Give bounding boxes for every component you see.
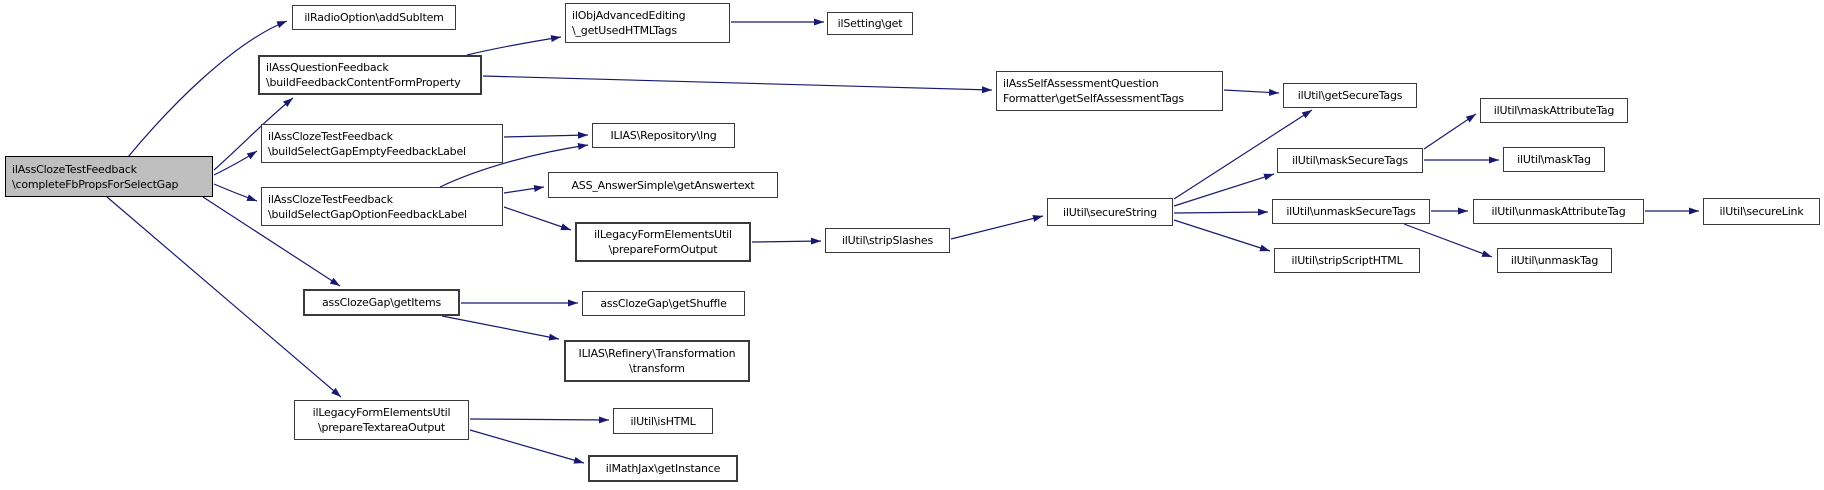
node-prepareFormOutput[interactable]: ilLegacyFormElementsUtil \prepareFormOut…: [575, 222, 751, 262]
node-isHTML[interactable]: ilUtil\isHTML: [613, 408, 713, 434]
node-getAnswertext[interactable]: ASS_AnswerSimple\getAnswertext: [548, 172, 778, 198]
node-label-maskAttributeTag: ilUtil\maskAttributeTag: [1493, 104, 1615, 117]
edge-completeFbPropsForSelectGap-to-buildFeedbackContentFormProperty: [213, 97, 294, 171]
edge-completeFbPropsForSelectGap-to-prepareTextareaOutput: [106, 196, 342, 398]
node-maskAttributeTag[interactable]: ilUtil\maskAttributeTag: [1480, 98, 1628, 123]
node-label-completeFbPropsForSelectGap: ilAssClozeTestFeedback \completeFbPropsF…: [12, 162, 179, 191]
node-label-getItems: assClozeGap\getItems: [322, 296, 441, 309]
node-label-prepareTextareaOutput: ilLegacyFormElementsUtil \prepareTextare…: [312, 406, 451, 434]
edge-buildSelectGapEmptyFeedbackLabel-to-lng: [503, 131, 589, 139]
node-label-buildSelectGapOptionFeedbackLabel: ilAssClozeTestFeedback \buildSelectGapOp…: [268, 192, 467, 221]
edge-buildSelectGapOptionFeedbackLabel-to-prepareFormOutput: [503, 206, 572, 231]
edge-secureString-to-unmaskSecureTags: [1173, 208, 1269, 216]
node-buildSelectGapEmptyFeedbackLabel[interactable]: ilAssClozeTestFeedback \buildSelectGapEm…: [261, 124, 503, 163]
node-label-getSecureTags: ilUtil\getSecureTags: [1297, 89, 1403, 102]
edge-buildFeedbackContentFormProperty-to-getSelfAssessmentTags: [482, 75, 993, 94]
edge-buildSelectGapOptionFeedbackLabel-to-getAnswertext: [503, 185, 545, 194]
node-buildSelectGapOptionFeedbackLabel[interactable]: ilAssClozeTestFeedback \buildSelectGapOp…: [261, 187, 503, 226]
node-stripScriptHTML[interactable]: ilUtil\stripScriptHTML: [1274, 248, 1420, 273]
node-label-lng: ILIAS\Repository\lng: [610, 129, 717, 142]
edge-buildSelectGapOptionFeedbackLabel-to-lng: [439, 142, 589, 188]
node-label-maskTag: ilUtil\maskTag: [1517, 153, 1591, 166]
edge-completeFbPropsForSelectGap-to-getItems: [202, 196, 341, 287]
edge-completeFbPropsForSelectGap-to-buildSelectGapOptionFeedbackLabel: [213, 183, 258, 202]
edge-prepareTextareaOutput-to-getInstance: [469, 429, 585, 464]
node-label-maskSecureTags: ilUtil\maskSecureTags: [1292, 154, 1408, 167]
node-label-buildSelectGapEmptyFeedbackLabel: ilAssClozeTestFeedback \buildSelectGapEm…: [268, 129, 466, 158]
node-maskSecureTags[interactable]: ilUtil\maskSecureTags: [1277, 148, 1423, 173]
node-lng[interactable]: ILIAS\Repository\lng: [592, 123, 735, 148]
node-label-settingGet: ilSetting\get: [837, 17, 903, 30]
node-buildFeedbackContentFormProperty[interactable]: ilAssQuestionFeedback \buildFeedbackCont…: [258, 55, 482, 95]
node-maskTag[interactable]: ilUtil\maskTag: [1503, 147, 1605, 172]
node-label-unmaskSecureTags: ilUtil\unmaskSecureTags: [1286, 205, 1416, 218]
node-unmaskAttributeTag[interactable]: ilUtil\unmaskAttributeTag: [1473, 199, 1644, 224]
node-getItems[interactable]: assClozeGap\getItems: [303, 289, 460, 316]
edge-secureString-to-getSecureTags: [1173, 109, 1313, 200]
edge-getItems-to-transform: [441, 315, 560, 341]
node-label-secureLink: ilUtil\secureLink: [1719, 205, 1804, 218]
node-unmaskTag[interactable]: ilUtil\unmaskTag: [1497, 248, 1612, 273]
node-settingGet[interactable]: ilSetting\get: [827, 12, 913, 35]
edge-secureString-to-maskSecureTags: [1173, 173, 1275, 207]
node-label-getUsedHTMLTags: ilObjAdvancedEditing \_getUsedHTMLTags: [572, 9, 686, 37]
node-label-buildFeedbackContentFormProperty: ilAssQuestionFeedback \buildFeedbackCont…: [266, 61, 461, 89]
node-completeFbPropsForSelectGap: ilAssClozeTestFeedback \completeFbPropsF…: [5, 156, 213, 197]
node-transform[interactable]: ILIAS\Refinery\Transformation \transform: [564, 340, 750, 382]
edge-secureString-to-stripScriptHTML: [1173, 219, 1271, 252]
node-label-getSelfAssessmentTags: ilAssSelfAssessmentQuestion Formatter\ge…: [1003, 77, 1184, 105]
node-secureLink[interactable]: ilUtil\secureLink: [1703, 198, 1820, 225]
edge-completeFbPropsForSelectGap-to-buildSelectGapEmptyFeedbackLabel: [213, 150, 258, 176]
edge-unmaskSecureTags-to-unmaskTag: [1403, 223, 1493, 258]
node-getShuffle[interactable]: assClozeGap\getShuffle: [582, 291, 745, 316]
node-label-stripSlashes: ilUtil\stripSlashes: [841, 234, 934, 247]
node-prepareTextareaOutput[interactable]: ilLegacyFormElementsUtil \prepareTextare…: [294, 400, 469, 440]
node-getInstance[interactable]: ilMathJax\getInstance: [588, 455, 738, 482]
node-label-getShuffle: assClozeGap\getShuffle: [600, 297, 727, 310]
edge-maskSecureTags-to-maskAttributeTag: [1423, 113, 1477, 150]
node-getSelfAssessmentTags[interactable]: ilAssSelfAssessmentQuestion Formatter\ge…: [996, 71, 1223, 111]
node-getSecureTags[interactable]: ilUtil\getSecureTags: [1283, 83, 1417, 108]
edge-getSelfAssessmentTags-to-getSecureTags: [1223, 88, 1280, 96]
node-label-addSubItem: ilRadioOption\addSubItem: [304, 11, 444, 24]
node-label-transform: ILIAS\Refinery\Transformation \transform: [578, 347, 736, 375]
edge-prepareFormOutput-to-stripSlashes: [751, 237, 822, 245]
edge-completeFbPropsForSelectGap-to-addSubItem: [127, 20, 288, 158]
edge-stripSlashes-to-secureString: [950, 215, 1044, 240]
edge-prepareTextareaOutput-to-isHTML: [469, 416, 610, 424]
node-label-unmaskAttributeTag: ilUtil\unmaskAttributeTag: [1491, 205, 1626, 218]
node-getUsedHTMLTags[interactable]: ilObjAdvancedEditing \_getUsedHTMLTags: [565, 3, 730, 43]
node-addSubItem[interactable]: ilRadioOption\addSubItem: [292, 5, 456, 30]
node-secureString[interactable]: ilUtil\secureString: [1047, 198, 1173, 226]
node-label-unmaskTag: ilUtil\unmaskTag: [1510, 254, 1599, 267]
node-stripSlashes[interactable]: ilUtil\stripSlashes: [825, 228, 950, 253]
node-unmaskSecureTags[interactable]: ilUtil\unmaskSecureTags: [1272, 199, 1430, 224]
node-label-secureString: ilUtil\secureString: [1063, 205, 1157, 219]
node-label-prepareFormOutput: ilLegacyFormElementsUtil \prepareFormOut…: [594, 228, 732, 256]
node-label-isHTML: ilUtil\isHTML: [630, 414, 696, 428]
node-label-getAnswertext: ASS_AnswerSimple\getAnswertext: [571, 178, 755, 192]
node-label-getInstance: ilMathJax\getInstance: [605, 462, 721, 475]
edge-buildFeedbackContentFormProperty-to-getUsedHTMLTags: [466, 35, 562, 56]
node-label-stripScriptHTML: ilUtil\stripScriptHTML: [1291, 254, 1403, 267]
